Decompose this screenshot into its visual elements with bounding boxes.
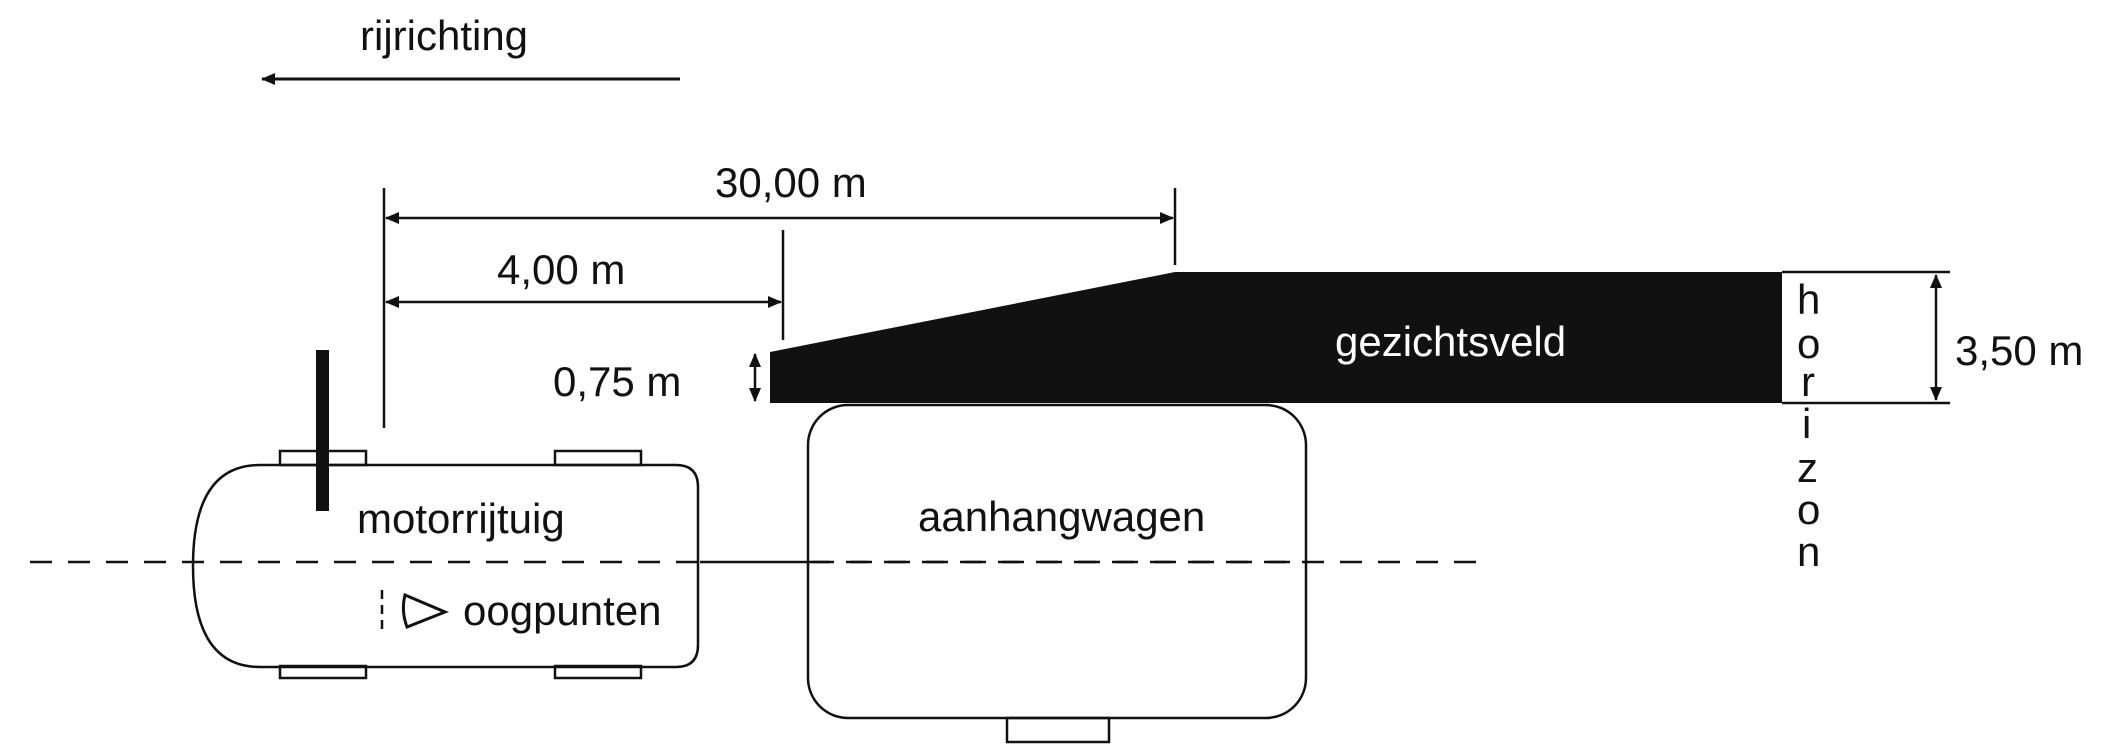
vehicle-label: motorrijtuig: [357, 495, 565, 542]
eye-points-label: oogpunten: [463, 587, 662, 634]
horizon-letter: o: [1797, 486, 1820, 533]
field-of-view-area: [770, 272, 1782, 403]
vehicle-mirror: [316, 350, 329, 511]
vehicle-body: [191, 463, 700, 669]
trailer-wheel: [1005, 716, 1111, 744]
trailer: aanhangwagen: [806, 403, 1308, 744]
horizon-letter: i: [1802, 400, 1811, 447]
horizon-letter: r: [1801, 358, 1815, 405]
field-of-view-label: gezichtsveld: [1335, 318, 1566, 365]
motor-vehicle: motorrijtuig oogpunten: [191, 350, 700, 680]
vehicle-wheel: [553, 449, 643, 467]
dim-short-label: 4,00 m: [497, 246, 625, 293]
direction-label: rijrichting: [360, 12, 528, 59]
dim-high-height-label: 3,50 m: [1955, 327, 2083, 374]
horizon-label: h o r i z o n: [1797, 276, 1820, 575]
horizon-letter: n: [1797, 528, 1820, 575]
horizon-letter: z: [1797, 444, 1818, 491]
horizon-letter: o: [1797, 320, 1820, 367]
trailer-label: aanhangwagen: [918, 493, 1205, 540]
dim-low-height-label: 0,75 m: [553, 358, 681, 405]
horizon-letter: h: [1797, 276, 1820, 323]
eye-point-triangle-icon: [401, 592, 449, 629]
dim-total-label: 30,00 m: [715, 159, 867, 206]
